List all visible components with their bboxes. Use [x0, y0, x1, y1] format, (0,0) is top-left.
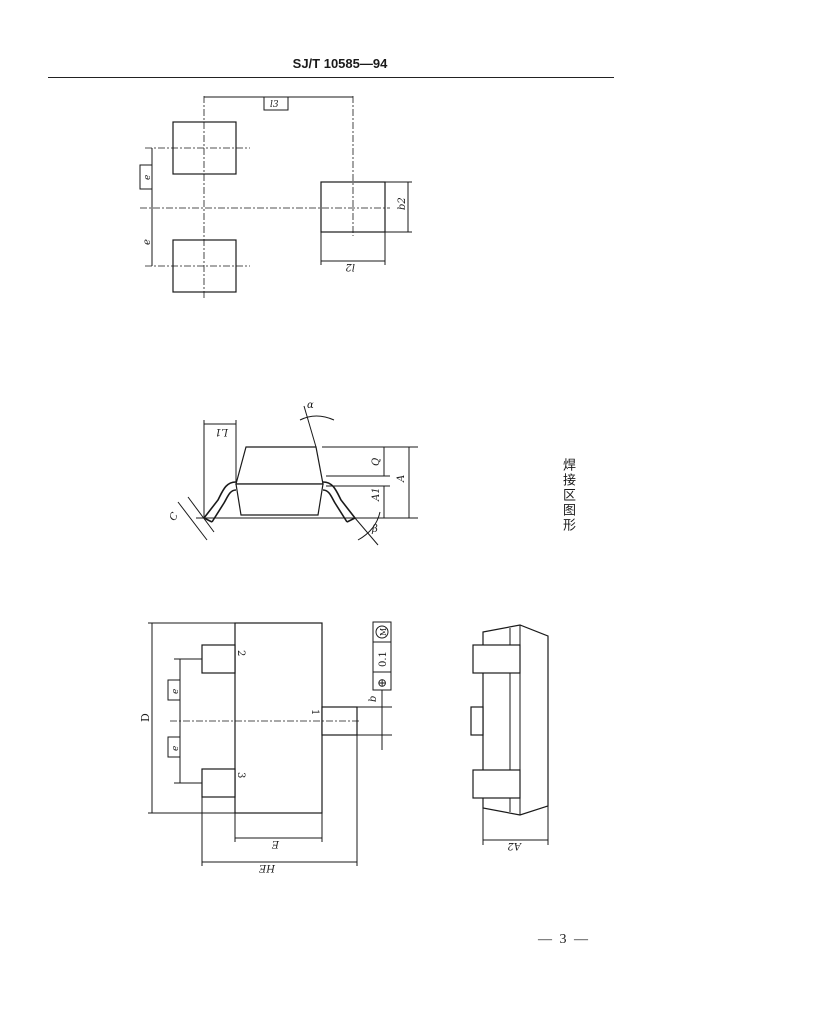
dim-label-HE: HE [258, 862, 276, 873]
dim-label-e-lower: e [171, 746, 181, 751]
dim-label-b2: b2 [397, 197, 408, 210]
pin-label-2: 2 [235, 650, 246, 656]
dim-label-b: b [368, 696, 379, 702]
package-body-bottom [235, 483, 324, 516]
dim-label-A2: A2 [507, 840, 522, 851]
dim-label-e-lower: e [142, 239, 153, 245]
package-body-outline [234, 622, 323, 814]
lead-left [203, 481, 237, 519]
pin-2 [201, 644, 236, 674]
top-view-figure: 2 3 1 D e e E HE b [139, 621, 392, 873]
dim-label-C: C [168, 511, 182, 523]
lead-right [322, 481, 356, 519]
dim-label-l3: l3 [270, 100, 279, 110]
header-code: SJ/T 10585—94 [292, 56, 388, 71]
header-rule [48, 77, 614, 78]
end-view-figure: A2 [470, 624, 549, 851]
dim-label-l2: l2 [345, 261, 355, 272]
pin-3 [201, 768, 236, 798]
angle-label-alpha: α [307, 400, 314, 411]
dim-label-D: D [139, 713, 152, 722]
solder-pattern-figure: l3 e e b2 l2 [139, 96, 412, 300]
pin-label-3: 3 [235, 772, 246, 778]
page-number: — 3 — [538, 932, 590, 947]
end-lead-middle [470, 706, 484, 736]
angle-label-beta: β [371, 524, 378, 535]
end-lead-upper [472, 644, 521, 674]
tolerance-position-symbol: ⊕ [375, 678, 389, 688]
dim-label-E: E [271, 838, 280, 849]
dim-label-L1: L1 [215, 426, 229, 437]
tolerance-value: 0.1 [378, 651, 389, 667]
position-tolerance-frame: ⊕ 0.1 M [372, 621, 392, 691]
dim-label-e-upper: e [143, 175, 153, 180]
package-body-top [235, 446, 324, 485]
dim-label-A: A [396, 475, 407, 483]
side-view-figure: L1 α Q A A1 C β [168, 400, 418, 546]
dim-label-Q: Q [371, 458, 382, 466]
tolerance-modifier: M [379, 628, 388, 636]
dim-label-e-upper: e [171, 689, 181, 694]
solder-pattern-caption: 焊接区图形 [560, 458, 575, 533]
end-lead-lower [472, 769, 521, 799]
pin-label-1: 1 [309, 709, 320, 715]
dim-label-A1: A1 [371, 487, 382, 502]
